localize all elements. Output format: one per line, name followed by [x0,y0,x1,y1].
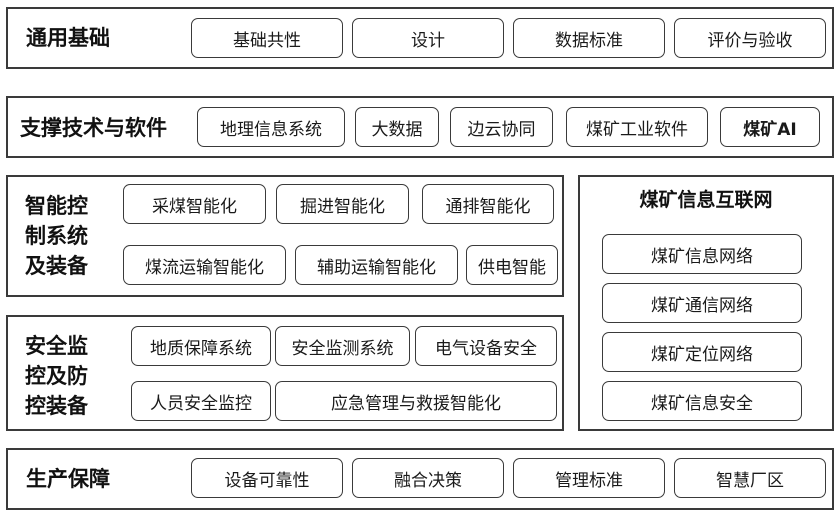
support-tech-panel: 支撑技术与软件 地理信息系统 大数据 边云协同 煤矿工业软件 煤矿AI [6,96,834,158]
mine-information-internet-panel: 煤矿信息互联网 煤矿信息网络 煤矿通信网络 煤矿定位网络 煤矿信息安全 [578,175,834,431]
production-item-smart-plant: 智慧厂区 [674,458,826,498]
safety-item-electrical: 电气设备安全 [415,326,557,366]
support-item-industrial-software: 煤矿工业软件 [566,107,708,147]
control-item-auxiliary-transport: 辅助运输智能化 [295,245,458,285]
support-item-gis: 地理信息系统 [197,107,345,147]
production-item-decision: 融合决策 [352,458,504,498]
safety-monitoring-label-line-2: 控及防 [25,364,88,388]
control-item-power-supply: 供电智能 [466,245,558,285]
network-item-communication-network: 煤矿通信网络 [602,283,802,323]
support-tech-label: 支撑技术与软件 [20,116,167,140]
safety-item-personnel: 人员安全监控 [131,381,271,421]
support-item-big-data: 大数据 [355,107,439,147]
intelligent-control-label-line-1: 智能控 [25,194,88,218]
general-foundation-panel: 通用基础 基础共性 设计 数据标准 评价与验收 [6,7,834,69]
production-support-label: 生产保障 [26,467,110,491]
network-item-information-security: 煤矿信息安全 [602,381,802,421]
general-item-data-standard: 数据标准 [513,18,665,58]
production-item-reliability: 设备可靠性 [191,458,343,498]
production-support-panel: 生产保障 设备可靠性 融合决策 管理标准 智慧厂区 [6,448,834,510]
safety-monitoring-label-line-3: 控装备 [25,394,88,418]
safety-item-geology: 地质保障系统 [131,326,271,366]
safety-monitoring-panel: 安全监 控及防 控装备 地质保障系统 安全监测系统 电气设备安全 人员安全监控 … [6,315,564,431]
network-item-information-network: 煤矿信息网络 [602,234,802,274]
general-item-commonality: 基础共性 [191,18,343,58]
general-item-evaluation: 评价与验收 [674,18,826,58]
control-item-tunneling: 掘进智能化 [276,184,409,224]
support-item-mine-ai: 煤矿AI [720,107,820,147]
control-item-coal-flow-transport: 煤流运输智能化 [123,245,286,285]
production-item-management-standard: 管理标准 [513,458,665,498]
safety-monitoring-label-line-1: 安全监 [25,334,88,358]
control-item-ventilation-drainage: 通排智能化 [422,184,554,224]
safety-monitoring-label: 安全监 控及防 控装备 [25,331,88,421]
mine-information-internet-title: 煤矿信息互联网 [639,189,773,211]
intelligent-control-panel: 智能控 制系统 及装备 采煤智能化 掘进智能化 通排智能化 煤流运输智能化 辅助… [6,175,564,297]
general-item-design: 设计 [352,18,504,58]
intelligent-control-label: 智能控 制系统 及装备 [25,191,88,281]
safety-item-emergency: 应急管理与救援智能化 [275,381,557,421]
intelligent-control-label-line-3: 及装备 [25,254,88,278]
intelligent-control-label-line-2: 制系统 [25,224,88,248]
general-foundation-label: 通用基础 [26,26,110,50]
control-item-mining: 采煤智能化 [123,184,266,224]
network-item-positioning-network: 煤矿定位网络 [602,332,802,372]
safety-item-monitoring: 安全监测系统 [275,326,410,366]
support-item-edge-cloud: 边云协同 [450,107,553,147]
